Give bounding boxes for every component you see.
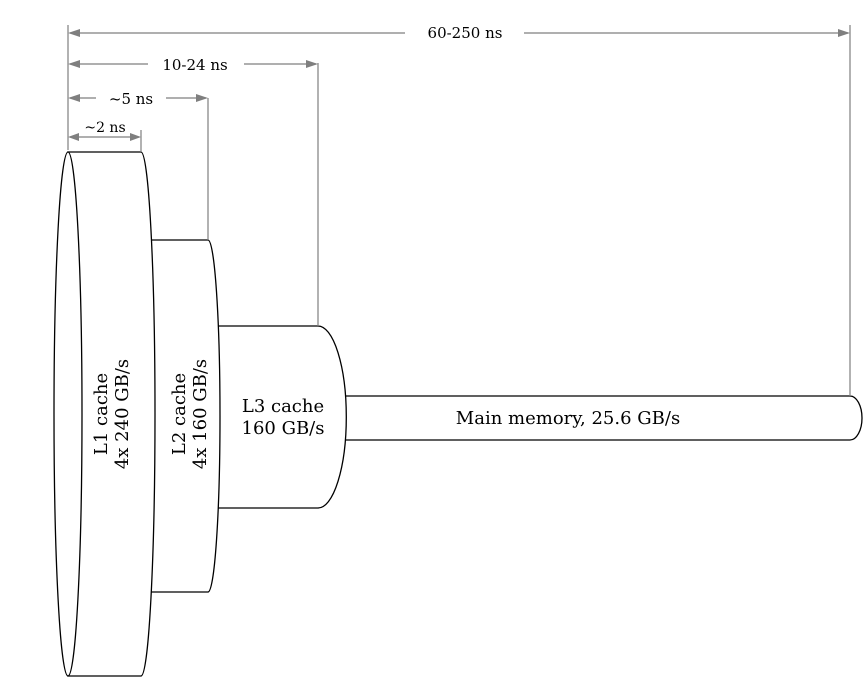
l2-cache-name: L2 cache (169, 373, 190, 455)
l3-cache-name: L3 cache (242, 396, 324, 417)
l3-latency-label: 10-24 ns (162, 56, 227, 74)
l1-cache-bandwidth: 4x 240 GB/s (112, 359, 133, 469)
l2-latency-label: ~5 ns (109, 90, 153, 108)
main-memory-rod (299, 395, 863, 441)
l2-latency-dimension: ~5 ns (68, 90, 208, 108)
l2-cache-bandwidth: 4x 160 GB/s (190, 359, 211, 469)
l1-cache-disc (67, 151, 156, 677)
l3-cache-bandwidth: 160 GB/s (242, 418, 325, 439)
l1-latency-dimension: ~2 ns (68, 120, 141, 141)
l1-latency-label: ~2 ns (84, 120, 125, 136)
l1-cache-front-face (53, 151, 83, 677)
main-memory-latency-dimension: 60-250 ns (68, 24, 850, 42)
main-memory-label: Main memory, 25.6 GB/s (456, 408, 680, 429)
l1-cache-labels: L1 cache 4x 240 GB/s (91, 359, 133, 469)
l1-cache-name: L1 cache (91, 373, 112, 455)
main-memory-latency-label: 60-250 ns (428, 24, 503, 42)
l2-cache-labels: L2 cache 4x 160 GB/s (169, 359, 211, 469)
l3-latency-dimension: 10-24 ns (68, 56, 318, 74)
l3-cache-disc (199, 325, 347, 509)
